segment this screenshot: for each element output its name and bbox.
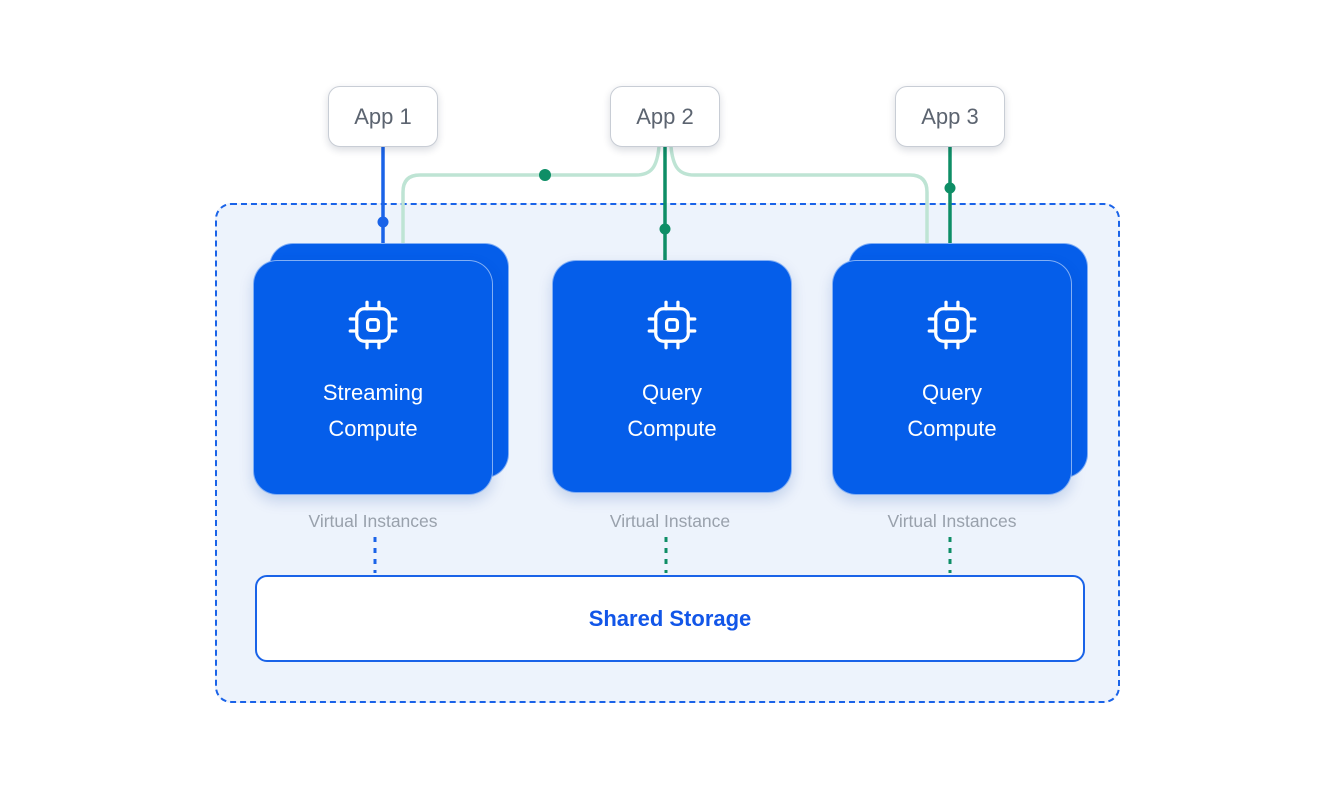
app2-line-dot [660,224,671,235]
app-node-1: App 1 [328,86,438,147]
compute-card-title: Query Compute [627,375,716,447]
compute-node-streaming: Streaming Compute [253,243,493,495]
compute-card-title: Query Compute [907,375,996,447]
chip-icon [926,299,978,351]
compute-node-query-1: Query Compute [552,243,792,495]
compute-card-title: Streaming Compute [323,375,423,447]
node-caption: Virtual Instances [253,511,493,532]
node-caption: Virtual Instances [832,511,1072,532]
compute-card: Streaming Compute [253,260,493,495]
chip-icon [347,299,399,351]
compute-card: Query Compute [552,260,792,493]
shared-storage-label: Shared Storage [589,606,752,632]
compute-node-query-2: Query Compute [832,243,1072,495]
app-node-2: App 2 [610,86,720,147]
node-caption: Virtual Instance [550,511,790,532]
shared-storage-box: Shared Storage [255,575,1085,662]
chip-icon [646,299,698,351]
app-label: App 3 [921,104,979,130]
app-label: App 1 [354,104,412,130]
app3-line-dot [945,183,956,194]
app-node-3: App 3 [895,86,1005,147]
mint-line-dot [539,169,551,181]
app-label: App 2 [636,104,694,130]
app1-line-dot [378,217,389,228]
compute-card: Query Compute [832,260,1072,495]
